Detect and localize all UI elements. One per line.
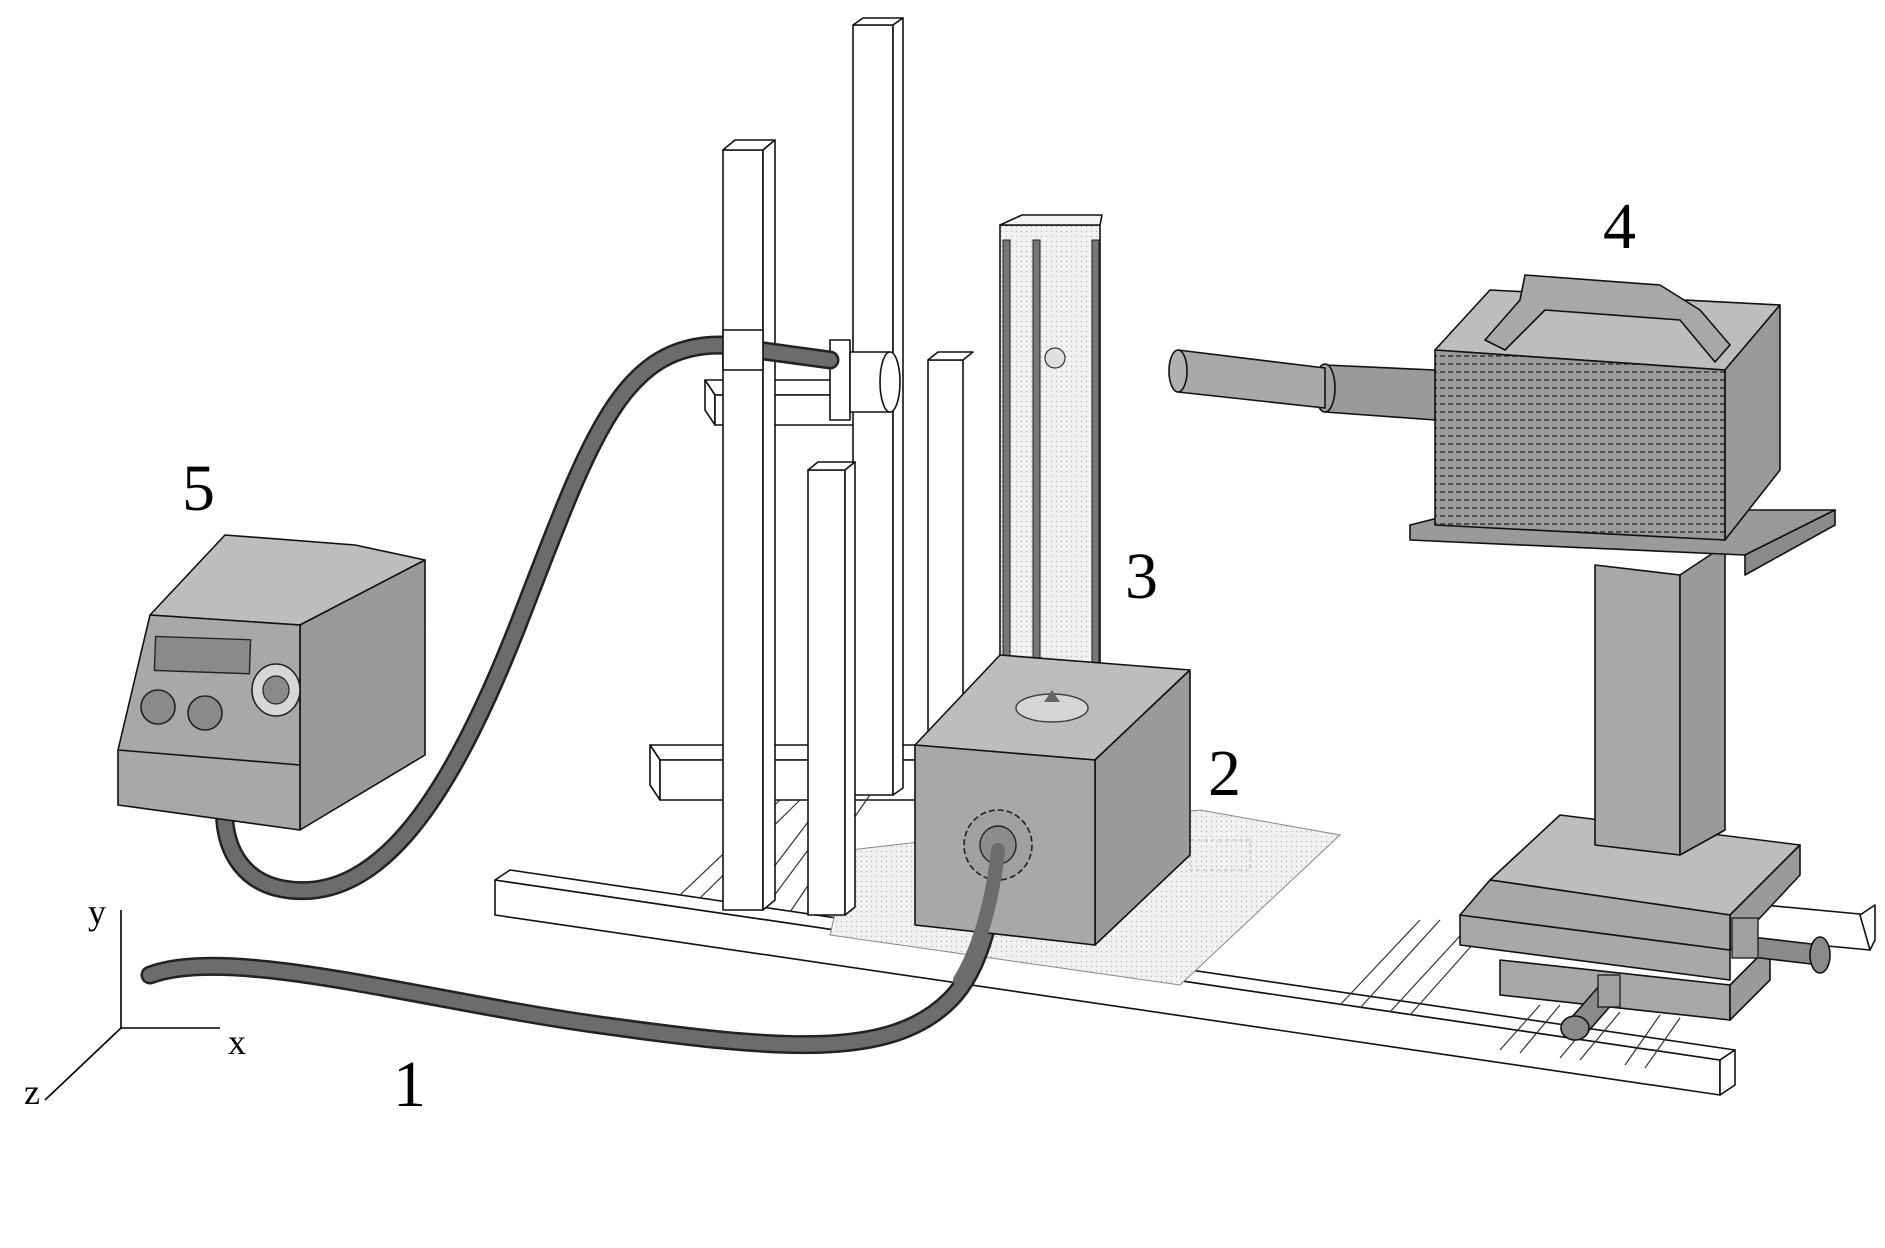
- camera-plate-side: [1744, 509, 1836, 576]
- clamp-cylinder-end: [879, 351, 901, 413]
- left-post-overlap: [722, 329, 764, 371]
- heater-box: [914, 654, 1191, 946]
- right-rail-end: [1859, 904, 1876, 951]
- label-heater-box: 2: [1208, 737, 1241, 810]
- tube-top: [999, 214, 1103, 226]
- rail-frame: [494, 744, 1876, 1096]
- controller-panel-edge: [117, 749, 301, 766]
- tall-post-side: [892, 17, 904, 796]
- label-controller: 5: [182, 452, 215, 525]
- stage-knob-z-collar: [1597, 974, 1621, 1008]
- z-axis-line: [44, 1027, 122, 1101]
- camera-lens-front: [1168, 349, 1188, 393]
- short-post-side: [844, 461, 856, 916]
- stage-knob-x-end: [1809, 936, 1831, 974]
- tube-port: [1044, 347, 1066, 369]
- camera-front-vents: [1434, 349, 1726, 541]
- camera-lens-barrel: [1177, 349, 1326, 409]
- front-rail-end: [1719, 1049, 1736, 1096]
- camera-assembly: [1168, 274, 1836, 1041]
- tube-rod-right: [1091, 239, 1100, 711]
- label-hose: 1: [393, 1048, 426, 1121]
- label-camera: 4: [1603, 190, 1636, 263]
- hose-inlet-end: [953, 843, 1005, 987]
- short-post-front: [807, 469, 846, 916]
- controller-knob-left: [140, 689, 176, 725]
- y-axis-label: y: [88, 892, 106, 932]
- tube-body: [999, 224, 1101, 706]
- controller-display: [153, 635, 252, 675]
- right-post-top: [927, 351, 974, 361]
- hose-upper: [217, 337, 837, 898]
- tube-rod-mid: [1032, 239, 1041, 711]
- left-post-side: [762, 139, 776, 911]
- x-axis-label: x: [228, 1022, 246, 1062]
- column-front: [1594, 564, 1681, 856]
- left-post-front: [722, 149, 764, 911]
- controller-knob-right: [187, 695, 223, 731]
- stage-knob-z-end: [1560, 1015, 1590, 1041]
- column-side: [1679, 544, 1726, 856]
- camera-lens-body: [1324, 364, 1436, 421]
- retort-stand: [704, 17, 974, 916]
- stage-knob-x-collar: [1731, 917, 1759, 959]
- controller-hose-port-inner: [262, 675, 290, 705]
- label-sample-tube: 3: [1125, 540, 1158, 613]
- tube-rod-left: [1002, 239, 1011, 711]
- stage-upper-front: [1459, 879, 1731, 951]
- camera-handle: [1484, 274, 1731, 363]
- sample-holder: [1044, 690, 1060, 702]
- z-axis-label: z: [24, 1072, 40, 1112]
- coordinate-axes: y x z: [24, 892, 246, 1112]
- sample-tube: [999, 214, 1103, 711]
- temperature-controller: [117, 534, 426, 831]
